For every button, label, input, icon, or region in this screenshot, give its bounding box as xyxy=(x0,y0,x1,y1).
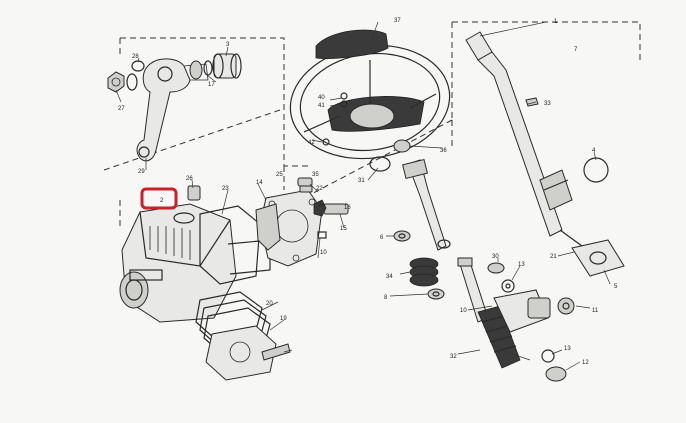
part-labels: 1 2 3 4 5 6 7 8 10 10 11 12 13 13 14 15 … xyxy=(118,18,618,366)
spring-34 xyxy=(409,257,439,287)
bearing-11 xyxy=(557,297,575,315)
label-33: 33 xyxy=(544,101,551,107)
label-6: 6 xyxy=(380,235,384,241)
label-23: 23 xyxy=(222,186,229,192)
label-2: 2 xyxy=(160,198,164,204)
label-4: 4 xyxy=(592,148,596,154)
o-ring-4 xyxy=(583,157,609,183)
steering-box-housing xyxy=(119,203,271,323)
label-5: 5 xyxy=(614,284,618,290)
label-12: 12 xyxy=(582,360,589,366)
label-10: 10 xyxy=(320,250,327,256)
label-10b: 10 xyxy=(460,308,467,314)
steering-wheel xyxy=(289,44,451,160)
label-31: 31 xyxy=(358,178,365,184)
label-29: 29 xyxy=(138,169,145,175)
steering-inner-shaft xyxy=(402,158,451,251)
label-21: 21 xyxy=(550,254,557,260)
label-15: 15 xyxy=(340,226,347,232)
label-37: 37 xyxy=(394,18,401,24)
bolts-24-25 xyxy=(297,177,313,193)
label-3: 3 xyxy=(226,42,230,48)
label-11: 11 xyxy=(592,308,599,314)
parts-13-12-lower xyxy=(541,349,567,382)
label-30: 30 xyxy=(492,254,499,260)
horn-parts-40-41-42 xyxy=(322,92,348,146)
label-28: 28 xyxy=(132,54,139,60)
wheel-nut-36 xyxy=(393,139,411,153)
label-20: 20 xyxy=(266,301,273,307)
label-27: 27 xyxy=(118,106,125,112)
nut-washer-27 xyxy=(107,71,138,93)
label-17: 17 xyxy=(208,82,215,88)
end-cover-19 xyxy=(205,325,277,381)
ring-31 xyxy=(369,156,391,172)
label-41: 41 xyxy=(318,103,325,109)
label-19: 19 xyxy=(280,316,287,322)
label-36: 36 xyxy=(440,148,447,154)
label-16: 16 xyxy=(344,205,351,211)
label-32: 32 xyxy=(450,354,457,360)
cover-bolt xyxy=(261,343,291,361)
leader-lines xyxy=(115,21,611,371)
label-24: 24 xyxy=(318,203,325,209)
label-1: 1 xyxy=(554,19,558,25)
column-bracket-5-21 xyxy=(559,229,625,277)
label-22: 22 xyxy=(316,186,323,192)
pitman-arm-boundary xyxy=(103,109,281,171)
label-42: 42 xyxy=(308,140,315,146)
steering-column-tube xyxy=(465,31,573,237)
label-7: 7 xyxy=(574,47,578,53)
label-8: 8 xyxy=(384,295,388,301)
horn-pad-37 xyxy=(315,29,389,59)
label-35: 35 xyxy=(312,172,319,178)
sector-shaft xyxy=(255,203,281,251)
pitman-shaft-parts xyxy=(189,53,242,80)
top-cover-plug-26 xyxy=(187,185,201,201)
gaiter-32 xyxy=(477,305,521,369)
label-25: 25 xyxy=(276,172,283,178)
washer-28 xyxy=(131,60,145,72)
label-26: 26 xyxy=(186,176,193,182)
highlight-box xyxy=(140,187,178,210)
label-13: 13 xyxy=(518,262,525,268)
label-14: 14 xyxy=(256,180,263,186)
label-13b: 13 xyxy=(564,346,571,352)
screw-33 xyxy=(525,97,539,107)
gasket-23 xyxy=(199,205,261,285)
label-40: 40 xyxy=(318,95,325,101)
bearing-6 xyxy=(393,230,411,242)
universal-joint-10 xyxy=(493,289,551,333)
parts-30-13 xyxy=(487,262,515,293)
bearing-8 xyxy=(427,288,445,300)
label-34: 34 xyxy=(386,274,393,280)
adjuster-bolt-15-10 xyxy=(313,199,349,239)
